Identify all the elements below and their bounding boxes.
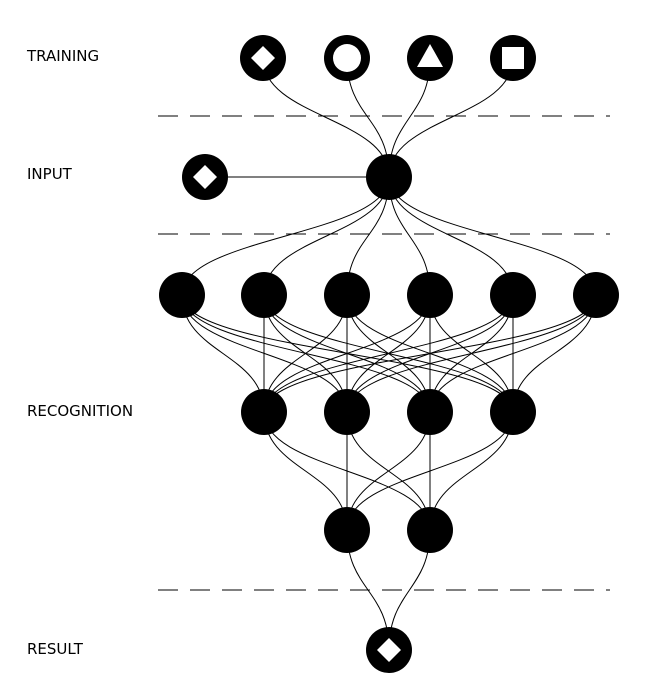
edge-l1-5-l2-0 — [263, 294, 597, 413]
hidden-node-l1-1-circle — [159, 272, 205, 318]
stage-label-recognition: RECOGNITION — [27, 402, 133, 420]
input-node-circle — [366, 154, 412, 200]
edge-input-l1-4 — [388, 176, 514, 296]
hidden-node-l2-1 — [241, 389, 287, 435]
training-node-square — [490, 35, 536, 81]
training-node-circle — [324, 35, 370, 81]
training-node-diamond — [240, 35, 286, 81]
hidden-node-l3-2-circle — [407, 507, 453, 553]
edge-input-l1-1 — [263, 176, 390, 296]
diamond-icon — [251, 46, 275, 70]
hidden-node-l1-2 — [241, 272, 287, 318]
hidden-node-l2-3 — [407, 389, 453, 435]
hidden-node-l1-5-circle — [490, 272, 536, 318]
input-sample-node — [182, 154, 228, 200]
hidden-node-l2-4 — [490, 389, 536, 435]
stage-label-training: TRAINING — [26, 47, 99, 65]
hidden-node-l2-4-circle — [490, 389, 536, 435]
triangle-icon — [417, 44, 443, 67]
square-icon — [502, 47, 524, 69]
result-node — [366, 627, 412, 673]
hidden-node-l3-1-circle — [324, 507, 370, 553]
hidden-node-l1-3 — [324, 272, 370, 318]
hidden-node-l2-1-circle — [241, 389, 287, 435]
hidden-node-l1-4 — [407, 272, 453, 318]
hidden-node-l2-2 — [324, 389, 370, 435]
connection-lines — [181, 57, 597, 651]
circle-icon — [333, 44, 361, 72]
network-nodes — [159, 35, 619, 673]
stage-label-result: RESULT — [27, 640, 84, 658]
hidden-node-l3-2 — [407, 507, 453, 553]
input-node — [366, 154, 412, 200]
edge-l1-5-l2-1 — [346, 294, 597, 413]
stage-label-input: INPUT — [27, 165, 73, 183]
hidden-node-l1-2-circle — [241, 272, 287, 318]
hidden-node-l3-1 — [324, 507, 370, 553]
edge-l1-4-l2-0 — [263, 294, 514, 413]
training-node-triangle — [407, 35, 453, 81]
hidden-node-l1-4-circle — [407, 272, 453, 318]
diamond-icon — [193, 165, 217, 189]
hidden-node-l1-5 — [490, 272, 536, 318]
edge-training-3 — [388, 57, 514, 178]
hidden-node-l2-3-circle — [407, 389, 453, 435]
hidden-node-l1-1 — [159, 272, 205, 318]
hidden-node-l1-6-circle — [573, 272, 619, 318]
hidden-node-l1-3-circle — [324, 272, 370, 318]
hidden-node-l2-2-circle — [324, 389, 370, 435]
edge-training-0 — [262, 57, 390, 178]
diamond-icon — [377, 638, 401, 662]
hidden-node-l1-6 — [573, 272, 619, 318]
